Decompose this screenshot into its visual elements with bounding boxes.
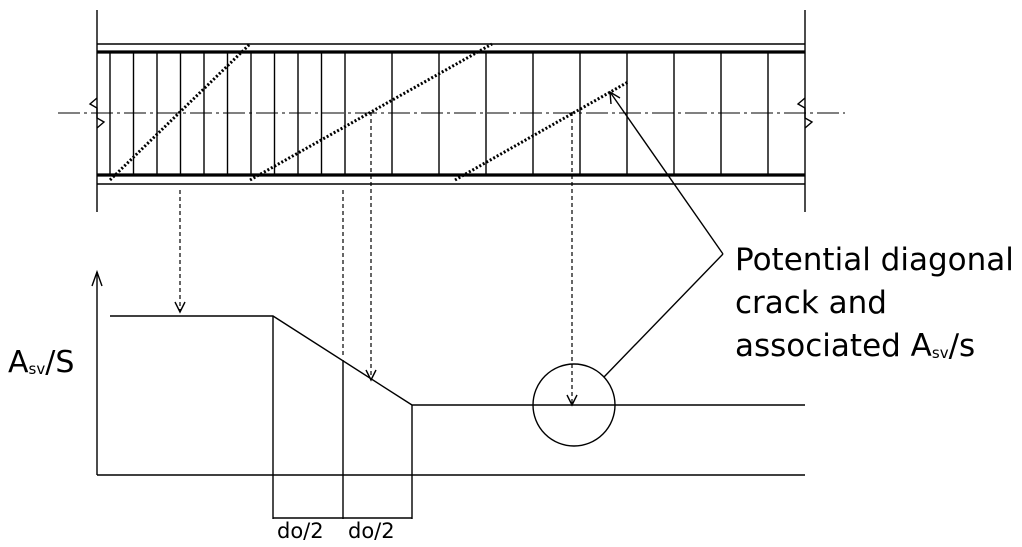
right-break-mark (796, 97, 814, 129)
annotation-line-3-prefix: associated A (735, 328, 932, 364)
annotation-line-3-suffix: /s (949, 328, 976, 364)
left-break-mark (88, 97, 106, 129)
stirrups (109, 52, 769, 175)
leader-to-circle (603, 253, 724, 378)
diagonal-crack-right (454, 80, 629, 182)
annotation-line-3-subscript: sv (932, 344, 949, 362)
leader-to-crack (609, 91, 724, 255)
diagonal-crack-left (108, 42, 252, 182)
asv-graph (91, 269, 805, 519)
annotation-text: Potential diagonal crack and associated … (735, 242, 1014, 364)
annotation-leaders (603, 90, 724, 378)
y-axis-label-suffix: /S (45, 345, 74, 380)
y-axis-label: Asv/S (8, 345, 74, 380)
projection-arrow-3 (365, 369, 377, 382)
annotation-line-2: crack and (735, 285, 887, 321)
y-axis-arrow (91, 269, 103, 287)
asv-curve (110, 315, 805, 406)
annotation-line-3: associated Asv/s (735, 328, 975, 364)
annotation-line-1: Potential diagonal (735, 242, 1014, 278)
dimension-label-right: do/2 (348, 519, 395, 543)
beam (58, 10, 845, 212)
y-axis-label-prefix: A (8, 345, 29, 380)
dimension-label-left: do/2 (277, 519, 324, 543)
diagonal-cracks (108, 42, 629, 182)
highlight-circle (532, 363, 616, 447)
y-axis-label-subscript: sv (29, 360, 46, 378)
leader-arrow (609, 90, 621, 105)
projection-arrow-1 (174, 301, 186, 314)
projection-lines (174, 112, 578, 407)
